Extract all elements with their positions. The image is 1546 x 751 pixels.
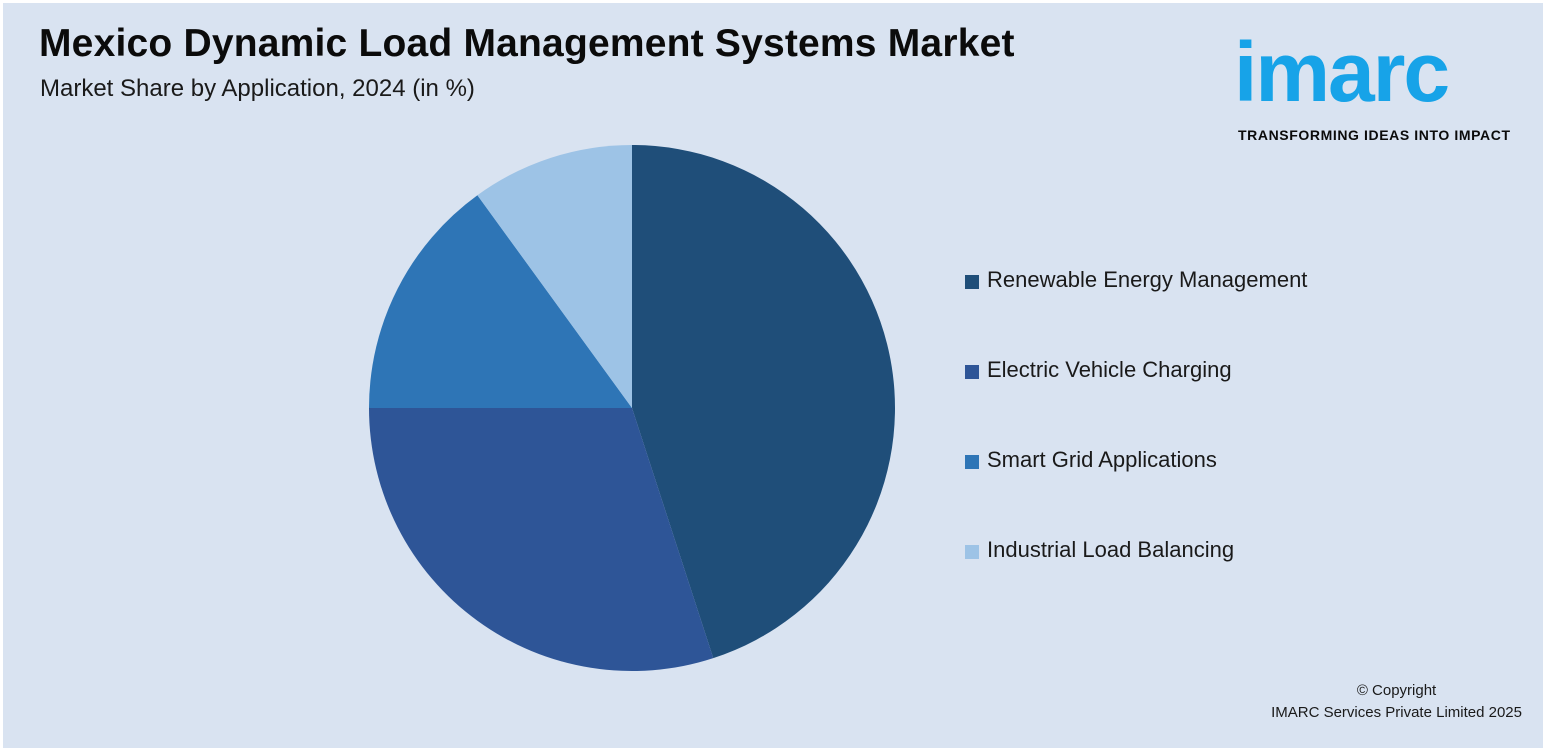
legend-label: Industrial Load Balancing [987,537,1235,562]
pie-slices [369,145,895,672]
legend-label: Electric Vehicle Charging [987,357,1232,382]
legend-label: Renewable Energy Management [987,267,1308,292]
legend-swatch [965,275,979,289]
pie-slice-electric-vehicle-charging [369,408,714,672]
legend-label: Smart Grid Applications [987,447,1217,472]
logo-wordmark: imarc [1234,25,1450,119]
chart-subtitle: Market Share by Application, 2024 (in %) [40,75,475,102]
imarc-logo: imarc TRANSFORMING IDEAS INTO IMPACT [1232,18,1532,148]
pie-slice-industrial-load-balancing [477,145,632,408]
copyright-line: © Copyright [1356,682,1437,699]
pie-slice-smart-grid-applications [369,195,632,408]
chart-title: Mexico Dynamic Load Management Systems M… [39,22,1015,65]
copyright-notice: © Copyright IMARC Services Private Limit… [1271,680,1522,724]
legend-swatch [965,545,979,559]
pie-slice-renewable-energy-management [632,145,895,659]
legend-swatch [965,455,979,469]
legend-swatch [965,365,979,379]
copyright-line: IMARC Services Private Limited 2025 [1271,704,1522,721]
logo-tagline: TRANSFORMING IDEAS INTO IMPACT [1238,127,1511,143]
